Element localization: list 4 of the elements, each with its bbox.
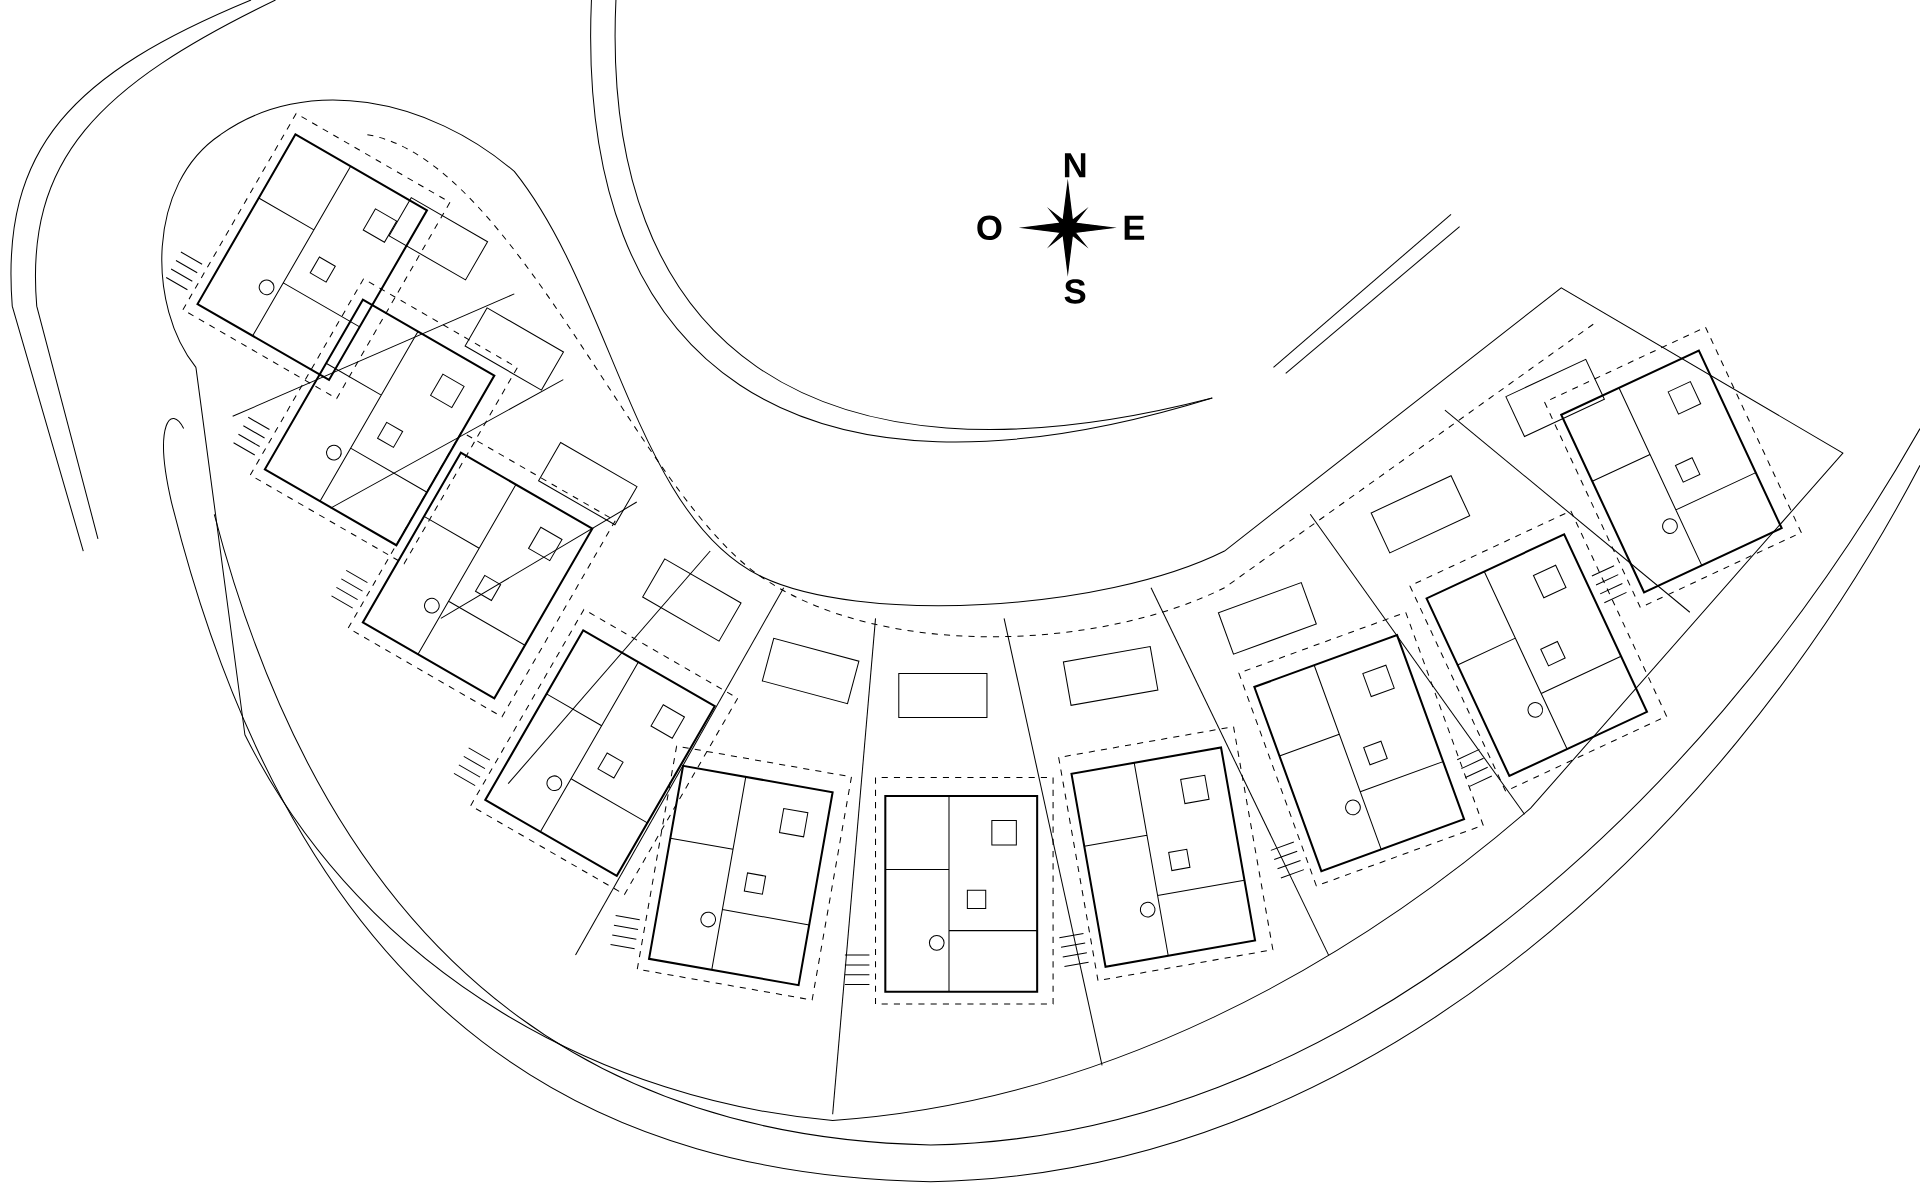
compass-label: O: [977, 215, 1002, 241]
compass-label: E: [1124, 215, 1145, 240]
compass-label: N: [1064, 153, 1086, 178]
compass-label: S: [1064, 279, 1086, 304]
